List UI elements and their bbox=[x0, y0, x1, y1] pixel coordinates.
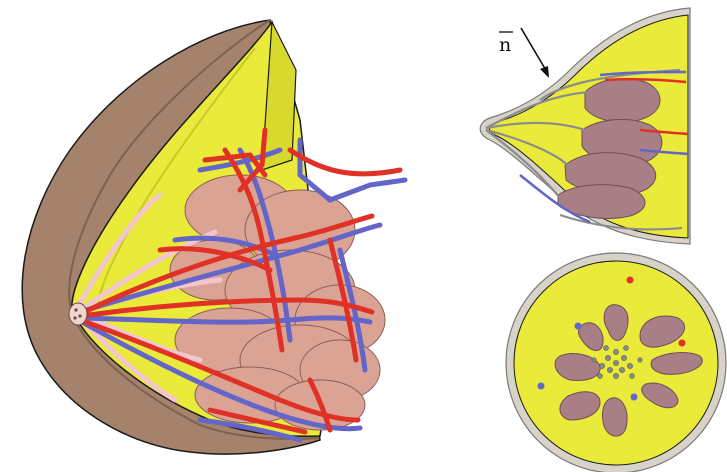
transverse-vein-left-lower bbox=[538, 383, 545, 390]
sagittal-section-view: n bbox=[480, 8, 690, 244]
transverse-artery-right bbox=[679, 340, 686, 347]
transverse-vein-left-upper bbox=[575, 323, 582, 330]
transverse-vein-lower-right bbox=[631, 394, 638, 401]
normal-vector-label: n bbox=[499, 34, 511, 56]
nipple-3d bbox=[69, 303, 87, 325]
transverse-artery-top bbox=[627, 277, 634, 284]
transverse-section-view bbox=[506, 253, 726, 472]
perspective-3d-view bbox=[22, 20, 405, 454]
normal-vector-arrow bbox=[521, 28, 549, 78]
